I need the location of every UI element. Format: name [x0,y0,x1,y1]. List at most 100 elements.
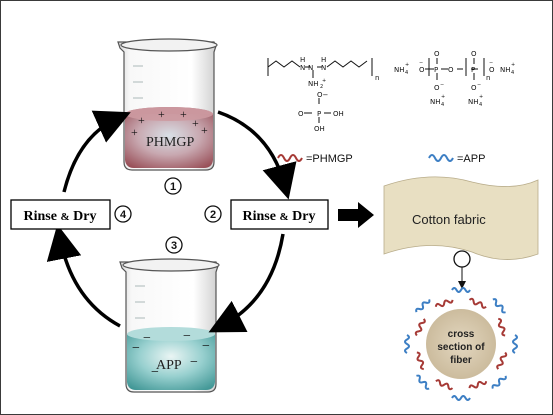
phmgp-coil-icon [277,154,303,162]
svg-text:=PHMGP: =PHMGP [306,153,353,165]
svg-text:cross: cross [448,329,475,340]
arrow-top-to-right [217,110,297,200]
svg-text:4: 4 [511,70,514,76]
svg-text:−: − [477,82,481,88]
svg-text:+: + [511,62,515,68]
svg-text:OH: OH [314,125,325,133]
svg-text:section of: section of [437,342,485,353]
svg-text:−: − [132,341,140,356]
svg-text:+: + [201,123,208,137]
rinse-label: Rinse [24,209,57,224]
phmgp-coil [468,297,487,309]
svg-text:OH: OH [333,110,344,118]
dry-label: Dry [73,209,96,224]
svg-text:n: n [375,74,379,82]
svg-text:P: P [434,66,438,74]
svg-text:Rinse & Dry: Rinse & Dry [24,209,97,224]
svg-text:+: + [192,116,199,130]
phmgp-coil [434,299,454,308]
legend-app: =APP [428,153,485,165]
svg-text:NH: NH [500,66,511,74]
svg-text:+: + [322,78,326,84]
legend-phmgp: =PHMGP [277,153,353,165]
svg-text:H: H [300,56,305,64]
arrow-bottom-to-left [46,224,121,328]
svg-text:=APP: =APP [457,153,485,165]
svg-text:−: − [419,60,423,66]
step-numbers: 1 2 3 4 [114,177,222,254]
svg-text:+: + [441,94,445,100]
svg-text:−: − [151,365,159,380]
svg-text:O: O [298,110,304,118]
app-coil [451,395,471,401]
phmgp-coil [497,317,506,337]
svg-text:4: 4 [441,102,444,108]
step-2: 2 [204,205,222,223]
cotton-fabric-label: Cotton fabric [412,212,486,227]
svg-text:−: − [143,331,151,346]
phmgp-coil [414,318,426,337]
svg-text:P: P [317,110,321,118]
svg-text:1: 1 [170,181,176,193]
app-coil [451,287,471,293]
svg-text:O: O [434,84,440,92]
svg-text:O: O [434,50,440,58]
svg-text:NH: NH [430,98,441,106]
app-beaker-label: APP [156,358,182,373]
minus-charges: − − − − − − [132,329,210,380]
app-coil-icon [428,154,454,162]
app-coil [416,374,430,390]
svg-text:n: n [486,74,490,82]
svg-text:4: 4 [479,102,482,108]
svg-text:O: O [419,66,425,74]
svg-text:O−: O− [317,91,329,99]
coating-coils [404,287,518,401]
cotton-fabric: Cotton fabric [383,176,539,289]
step-1: 1 [164,177,182,195]
svg-text:−: − [183,329,191,344]
beaker-app: − − − − − − APP [119,258,220,393]
app-structure: NH 4 + O − P O O P O n O − NH 4 + O − O [394,50,515,108]
step-3: 3 [165,236,183,254]
svg-text:N: N [308,64,313,72]
app-coil [404,334,410,354]
step-4: 4 [114,205,132,223]
svg-text:−: − [202,339,210,354]
fiber-core [426,309,496,379]
svg-text:Rinse & Dry: Rinse & Dry [243,209,316,224]
beaker-phmgp: + + + + + + PHMGP [117,38,218,171]
svg-text:O: O [471,84,477,92]
svg-text:2: 2 [210,209,216,221]
phmgp-coil [416,351,425,371]
svg-text:N: N [300,64,305,72]
arrow-right-to-bottom [208,233,285,333]
svg-text:+: + [180,107,187,121]
svg-text:O: O [471,50,477,58]
svg-text:NH: NH [394,66,405,74]
app-coil [491,375,507,389]
svg-text:+: + [131,125,138,139]
app-coil [492,298,506,314]
svg-text:−: − [489,60,493,66]
svg-text:O: O [489,66,495,74]
svg-text:2: 2 [320,84,323,90]
cycle-arrows [46,110,297,333]
svg-text:N: N [321,64,326,72]
rinse-dry-box-right: Rinse & Dry [230,199,329,230]
svg-text:P: P [471,66,475,74]
svg-text:O: O [448,66,454,74]
phmgp-structure: H N N H N n NH 2 + O− P O OH OH [267,56,379,133]
svg-text:−: − [190,355,198,370]
svg-text:3: 3 [171,240,177,252]
svg-text:NH: NH [308,80,319,88]
rinse-label: Rinse [243,209,276,224]
svg-text:+: + [158,107,165,121]
plus-charges: + + + + + + [131,107,208,139]
dry-label: Dry [292,209,315,224]
fiber-cross-section: cross section of fiber [404,287,518,401]
phmgp-coil [468,380,488,389]
svg-text:NH: NH [468,98,479,106]
svg-text:fiber: fiber [450,355,472,366]
app-coil [415,299,431,313]
